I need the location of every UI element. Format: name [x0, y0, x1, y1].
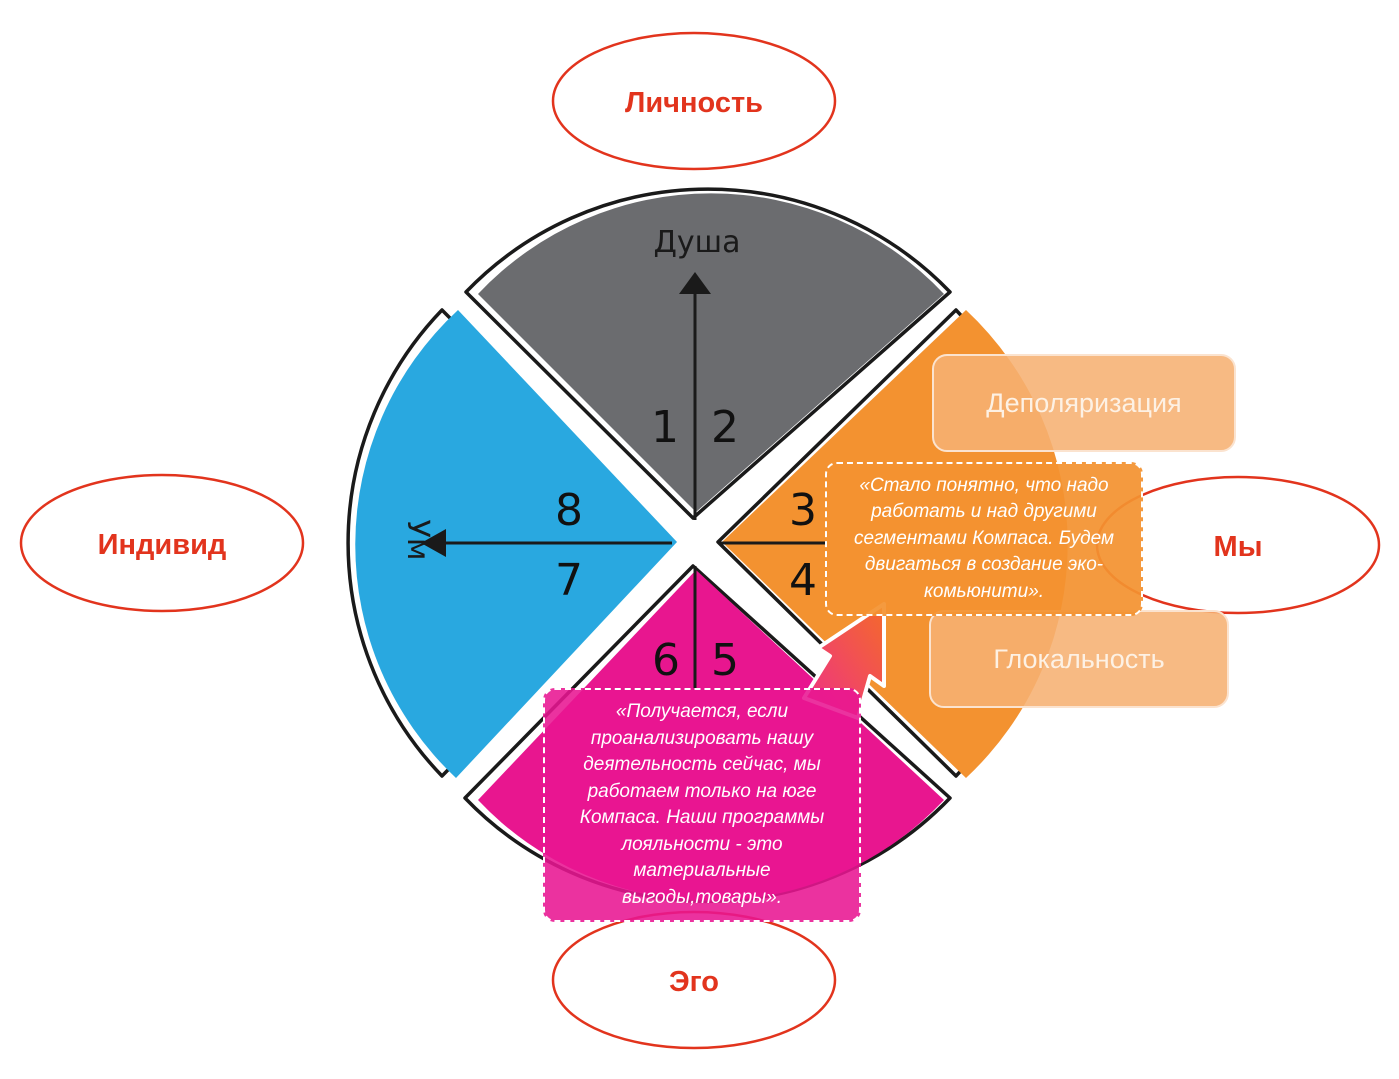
axis-label-soul: Душа	[653, 225, 740, 260]
segment-number-2: 2	[711, 402, 739, 453]
arrow-up-icon	[679, 272, 711, 294]
box-glocality-label: Глокальность	[993, 644, 1164, 674]
axis-horizontal	[421, 529, 826, 557]
segment-number-8: 8	[555, 485, 583, 536]
quote-bottom: «Получается, если проанализировать нашу …	[543, 688, 861, 922]
segment-number-3: 3	[789, 485, 817, 536]
segment-number-1: 1	[651, 402, 679, 453]
oval-bottom-label: Эго	[669, 966, 719, 998]
oval-left-label: Индивид	[98, 529, 227, 561]
sector-top	[464, 187, 952, 520]
segment-number-7: 7	[555, 555, 583, 606]
box-depolarization-label: Деполяризация	[986, 388, 1181, 418]
oval-top-label: Личность	[625, 87, 763, 119]
oval-top: Личность	[551, 31, 837, 171]
oval-right-label: Мы	[1214, 531, 1263, 563]
segment-number-4: 4	[789, 555, 817, 606]
axis-label-mind: Ум	[400, 520, 435, 561]
segment-number-6: 6	[652, 635, 680, 686]
axis-vertical	[679, 272, 711, 690]
box-glocality: Глокальность	[929, 610, 1229, 708]
quote-bottom-text: «Получается, если проанализировать нашу …	[579, 701, 825, 908]
oval-bottom: Эго	[551, 910, 837, 1050]
arrow-left-icon	[421, 529, 446, 557]
segment-number-5: 5	[711, 635, 739, 686]
oval-left: Индивид	[19, 473, 305, 613]
box-depolarization: Деполяризация	[932, 354, 1236, 452]
quote-right-text: «Стало понятно, что надо работать и над …	[853, 474, 1115, 602]
quote-right: «Стало понятно, что надо работать и над …	[825, 462, 1143, 616]
